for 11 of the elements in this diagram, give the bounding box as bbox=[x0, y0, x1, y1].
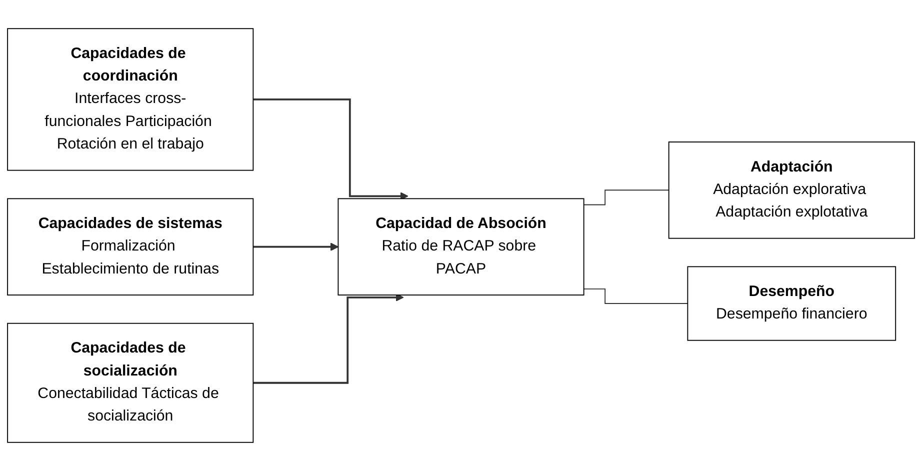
node-box: Desempeño Desempeño financiero bbox=[687, 266, 896, 341]
node-box: Capacidades de sistemas Formalización Establecimiento de rutinas bbox=[7, 198, 254, 296]
node-box: Adaptación Adaptación explorativa Adaptación explotativa bbox=[668, 142, 915, 239]
arrow bbox=[253, 242, 339, 251]
node-box: Capacidades de coordinación Interfaces cross-funcionales Participación Rotación en el trabajo bbox=[7, 28, 254, 171]
connector bbox=[583, 190, 670, 206]
node-box: Capacidades de socialización Conectabilidad Tácticas de socialización bbox=[7, 322, 254, 443]
connector bbox=[583, 288, 688, 304]
arrow bbox=[253, 98, 408, 200]
arrow bbox=[253, 293, 404, 384]
node-box: Capacidad de Absoción Ratio de RACAP sobre PACAP bbox=[338, 198, 584, 296]
